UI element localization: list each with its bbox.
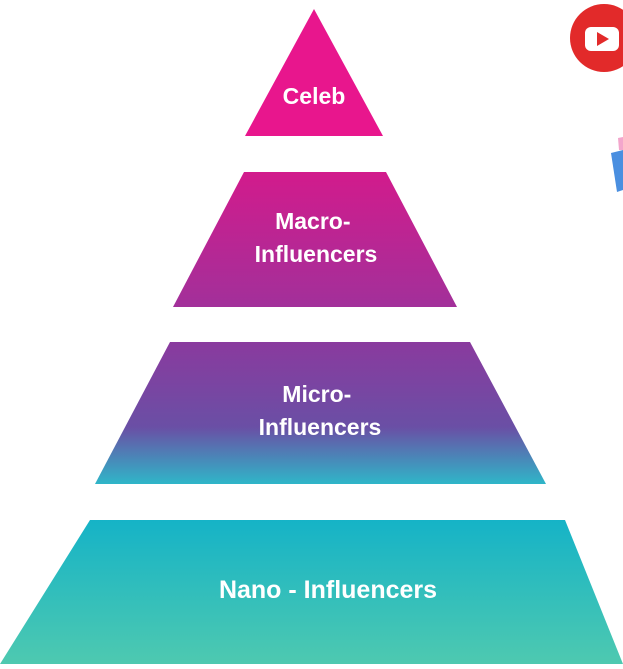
tier-micro-shape — [95, 342, 546, 484]
tier-micro-line-2: Influencers — [259, 414, 382, 440]
tier-micro-line-1: Micro- — [282, 381, 351, 407]
tier-celeb-line-1: Celeb — [283, 83, 346, 109]
tier-macro-label: Macro- Influencers — [255, 208, 378, 267]
tier-micro-label: Micro- Influencers — [259, 381, 382, 440]
tier-nano: Nano - Influencers — [0, 520, 623, 664]
tier-nano-line-1: Nano - Influencers — [219, 576, 437, 604]
tier-nano-label: Nano - Influencers — [219, 576, 437, 604]
tier-macro: Macro- Influencers — [173, 172, 457, 307]
tier-celeb-shape — [245, 9, 383, 136]
tier-celeb: Celeb — [245, 9, 383, 136]
social-icon-fragment — [611, 137, 623, 192]
youtube-play-icon — [570, 4, 623, 72]
tier-macro-shape — [173, 172, 457, 307]
tier-micro: Micro- Influencers — [95, 342, 546, 484]
tier-nano-shape — [0, 520, 623, 664]
tier-macro-line-1: Macro- — [275, 208, 350, 234]
tier-macro-line-2: Influencers — [255, 241, 378, 267]
tier-celeb-label: Celeb — [283, 83, 346, 109]
